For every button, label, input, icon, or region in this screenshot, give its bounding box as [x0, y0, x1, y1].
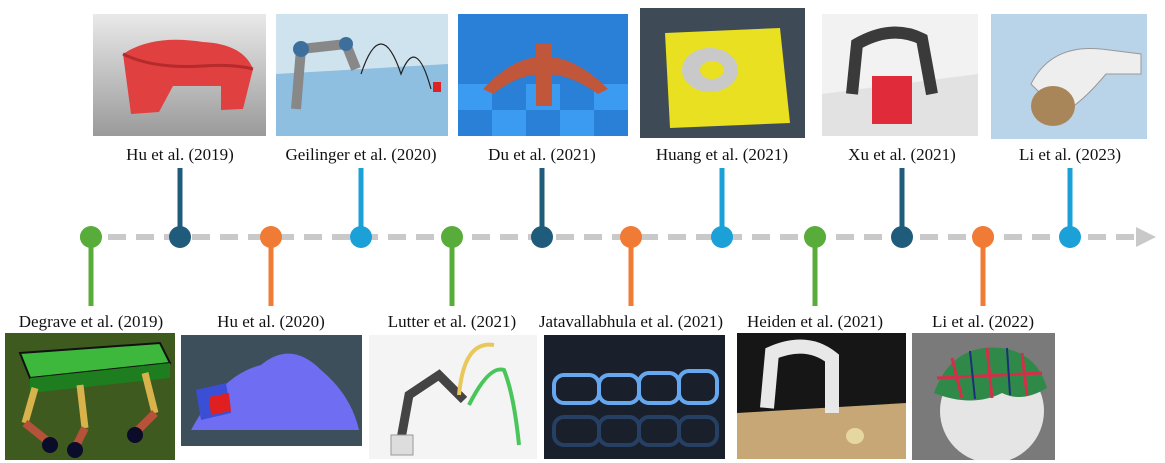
citation-label-bottom-6: Li et al. (2022)	[932, 312, 1034, 331]
citation-label-top-4: Huang et al. (2021)	[655, 145, 789, 164]
thumbnail-plaid-cloth-on-sphere-render	[912, 333, 1055, 460]
citation-label-top-1: Hu et al. (2019)	[126, 145, 234, 164]
citation-label-top-2: Geilinger et al. (2020)	[285, 145, 437, 164]
thumbnail-quadruped-table-robot-render	[5, 333, 175, 460]
timeline-dot-top-6	[1059, 226, 1081, 248]
timeline-dot-top-2	[350, 226, 372, 248]
timeline-dot-bottom-5	[804, 226, 826, 248]
citation-label-bottom-1: Degrave et al. (2019)	[18, 312, 164, 331]
citation-label-top-5: Xu et al. (2021)	[848, 145, 956, 164]
thumbnail-robot-arm-cutting-render	[737, 333, 906, 459]
thumbnail-gripper-red-cube-render	[822, 14, 978, 136]
thumbnail-robot-arm-trajectory-render	[369, 335, 537, 459]
timeline-dot-bottom-3	[441, 226, 463, 248]
citation-label-bottom-3: Lutter et al. (2021)	[387, 312, 517, 331]
thumbnail-yellow-dough-ring-render	[640, 8, 805, 138]
timeline-dot-bottom-6	[972, 226, 994, 248]
timeline-dot-bottom-4	[620, 226, 642, 248]
citation-label-bottom-2: Hu et al. (2020)	[217, 312, 325, 331]
timeline-arrowhead	[1136, 227, 1156, 247]
thumbnail-blue-gear-chain-render	[544, 335, 725, 459]
timeline-dot-bottom-1	[80, 226, 102, 248]
thumbnail-blue-particle-soft-body-render	[181, 335, 362, 446]
thumbnail-voxel-starfish-render	[458, 14, 628, 136]
timeline-dot-top-3	[531, 226, 553, 248]
timeline-dot-top-5	[891, 226, 913, 248]
thumbnail-robot-hand-holding-object-render	[991, 14, 1147, 139]
timeline-dot-top-1	[169, 226, 191, 248]
thumbnail-red-soft-walker-render	[93, 14, 266, 136]
citation-label-top-6: Li et al. (2023)	[1019, 145, 1121, 164]
thumbnail-robot-arm-ball-throw-render	[276, 14, 448, 136]
citation-label-bottom-5: Heiden et al. (2021)	[747, 312, 883, 331]
citation-label-bottom-4: Jatavallabhula et al. (2021)	[538, 312, 724, 331]
citation-label-top-3: Du et al. (2021)	[488, 145, 596, 164]
timeline-dot-top-4	[711, 226, 733, 248]
timeline-dot-bottom-2	[260, 226, 282, 248]
